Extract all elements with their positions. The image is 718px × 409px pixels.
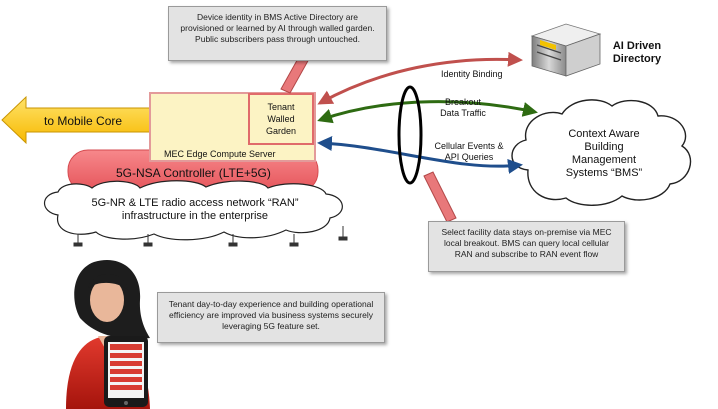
mec-server-label: MEC Edge Compute Server xyxy=(164,149,276,159)
controller-label: 5G-NSA Controller (LTE+5G) xyxy=(116,166,271,180)
walled-garden-line-1: Tenant xyxy=(267,102,295,112)
walled-garden-line-3: Garden xyxy=(265,126,297,136)
bms-label-line-2: Building xyxy=(584,141,624,153)
breakout-note: Select facility data stays on-premise vi… xyxy=(428,221,625,272)
walled-garden-box xyxy=(248,93,314,145)
bms-label: Context Aware Building Management System… xyxy=(536,128,672,180)
breakout-label-line-2: Data Traffic xyxy=(440,108,486,118)
directory-label-line-1: AI Driven xyxy=(612,40,662,52)
cellular-events-line-1: Cellular Events & xyxy=(434,141,504,151)
bms-label-line-1: Context Aware xyxy=(568,128,640,140)
breakout-label: Breakout Data Traffic xyxy=(428,97,498,119)
breakout-label-line-1: Breakout xyxy=(444,97,482,107)
cellular-events-arrow xyxy=(317,136,523,174)
cellular-events-line-2: API Queries xyxy=(444,152,494,162)
identity-binding-arrow xyxy=(317,51,523,105)
ran-label: 5G-NR & LTE radio access network “RAN” i… xyxy=(60,197,330,223)
breakout-callout-pointer xyxy=(423,171,457,223)
directory-label: AI Driven Directory xyxy=(596,40,678,66)
ran-label-line-1: 5G-NR & LTE radio access network “RAN” xyxy=(91,197,299,209)
tenant-note: Tenant day-to-day experience and buildin… xyxy=(157,292,385,343)
mobile-core-label: to Mobile Core xyxy=(44,114,123,128)
directory-label-line-2: Directory xyxy=(612,53,662,65)
local-breakout-ellipse xyxy=(397,85,423,185)
cellular-events-label: Cellular Events & API Queries xyxy=(424,141,514,163)
radio-antenna-icon xyxy=(73,226,348,247)
bms-label-line-4: Systems “BMS” xyxy=(565,167,643,179)
ran-cloud xyxy=(43,180,343,241)
ran-label-line-2: infrastructure in the enterprise xyxy=(121,210,269,222)
server-icon xyxy=(530,23,602,77)
directory-note: Device identity in BMS Active Directory … xyxy=(168,6,387,61)
breakout-data-arrow xyxy=(317,100,538,124)
identity-binding-label: Identity Binding xyxy=(441,69,503,79)
walled-garden-label: Tenant Walled Garden xyxy=(249,101,313,137)
walled-garden-line-2: Walled xyxy=(267,114,295,124)
bms-label-line-3: Management xyxy=(571,154,637,166)
tablet-icon xyxy=(104,336,148,407)
